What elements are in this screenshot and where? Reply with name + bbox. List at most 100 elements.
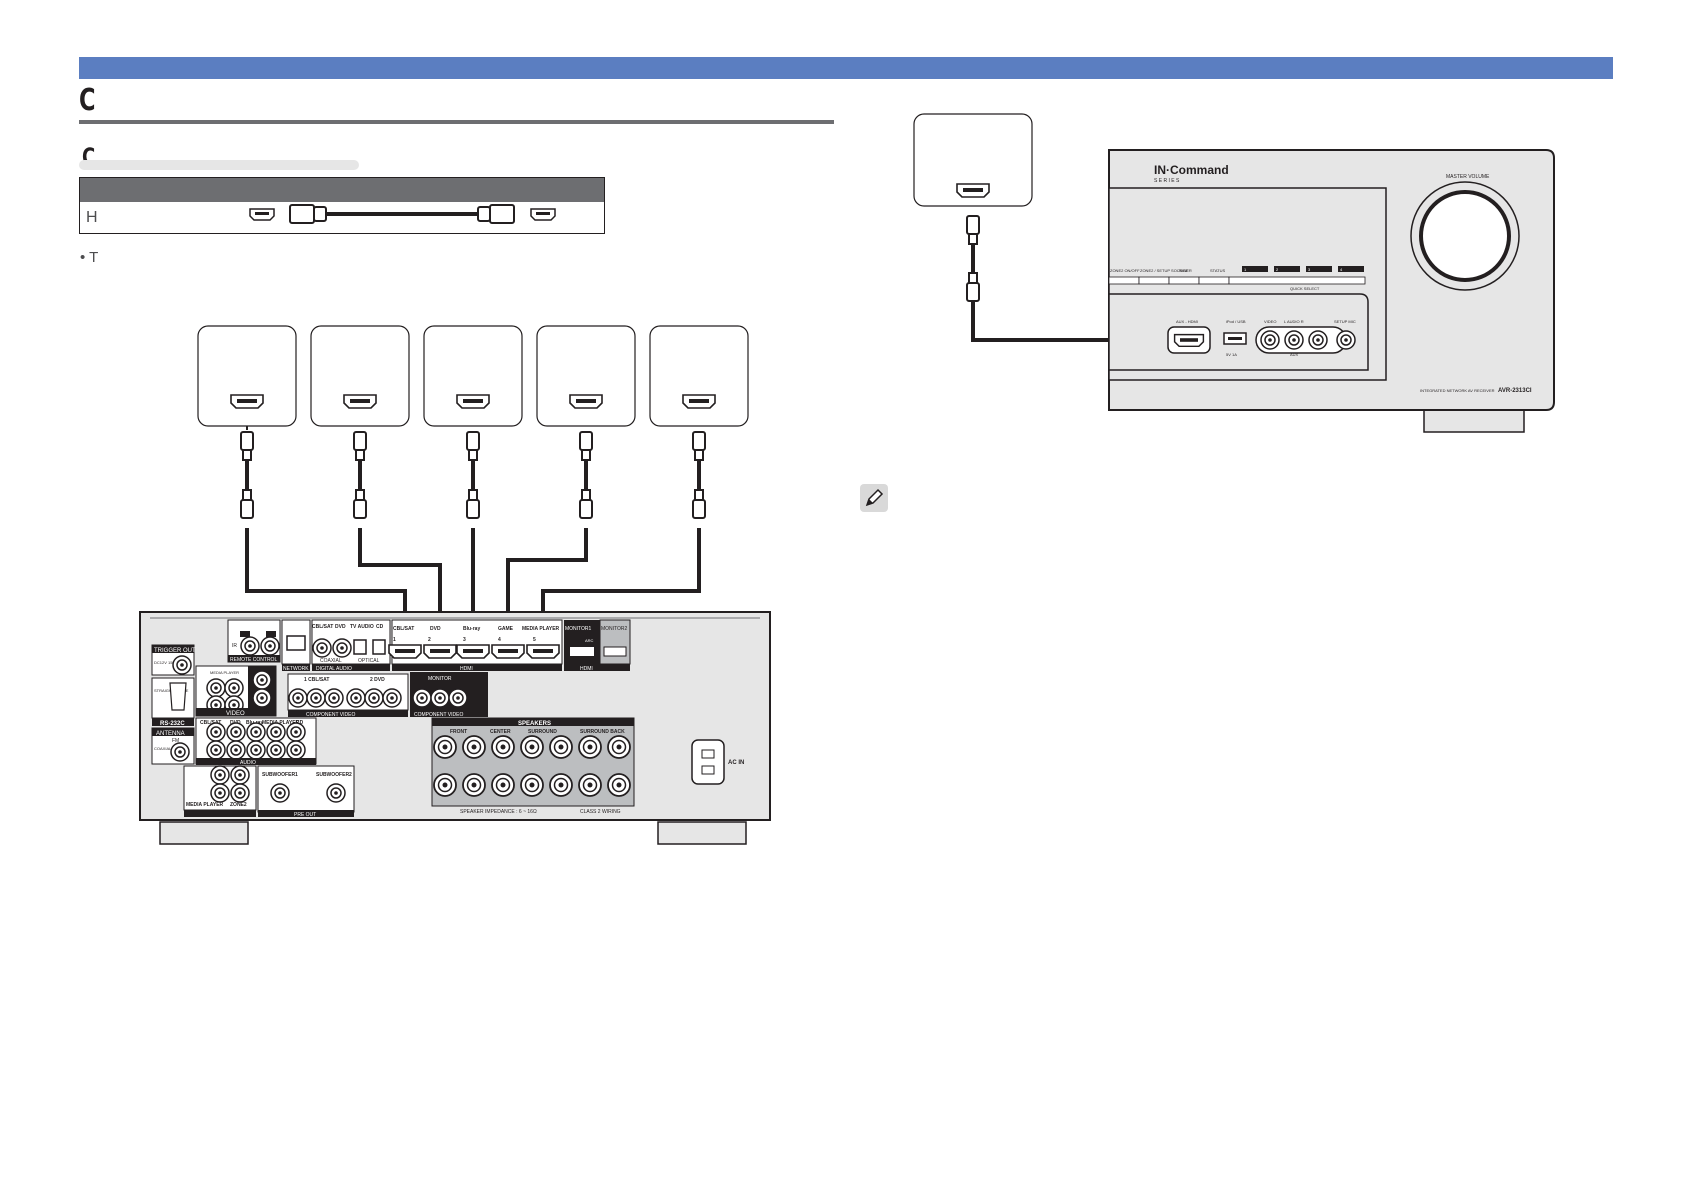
ac-in-label: AC IN [728, 760, 744, 766]
fm-label: FM [172, 738, 179, 744]
straight-cable-label: STRAIGHT CABLE [154, 688, 189, 693]
aux-source-device [913, 113, 1033, 207]
hdmi-port-icon [530, 208, 556, 221]
model-text: INTEGRATED NETWORK AV RECEIVER [1420, 388, 1495, 393]
front-label: FRONT [450, 729, 467, 735]
hdmi-cable-illustration [249, 204, 556, 224]
receiver-front-panel: IN·Command S E R I E S MASTER VOLUME ZON… [1108, 149, 1555, 433]
memo-pencil-icon [860, 484, 888, 512]
hdmi-num: 5 [533, 637, 536, 643]
aux-hdmi-label: AUX - HDMI [1176, 319, 1198, 324]
hdmi-num: 4 [498, 637, 501, 643]
heading-rule [79, 120, 834, 124]
audio-label: AUDIO [240, 760, 256, 766]
quick-select-num: 1 [1244, 267, 1247, 272]
remote-control-label: REMOTE CONTROL [230, 657, 277, 663]
front-button-label: TUNER [1178, 268, 1192, 273]
surround-back-label: SURROUND BACK [580, 729, 625, 735]
video-label: VIDEO [226, 711, 245, 717]
quick-select-num: 3 [1308, 267, 1311, 272]
component-monitor-label: MONITOR [428, 676, 452, 682]
surround-label: SURROUND [528, 729, 557, 735]
hdmi-input-label: MEDIA PLAYER [522, 626, 560, 632]
video-label-front: VIDEO [1264, 319, 1276, 324]
component-1-label: 1 CBL/SAT [304, 677, 329, 683]
digital-audio-header: CD [376, 624, 384, 630]
cable-row-label: H [86, 209, 98, 226]
trigger-out-label: TRIGGER OUT [154, 648, 196, 654]
ir-label: IR [232, 643, 237, 649]
monitor1-label: MONITOR1 [565, 626, 592, 632]
hdmi-input-label: GAME [498, 626, 514, 632]
front-button-label: ZONE2 ON/OFF [1110, 268, 1140, 273]
center-label: CENTER [490, 729, 511, 735]
quick-select-label: QUICK SELECT [1290, 286, 1320, 291]
model-number: AVR-2313CI [1498, 388, 1532, 394]
master-volume-label: MASTER VOLUME [1446, 174, 1490, 180]
speaker-impedance-label: SPEAKER IMPEDANCE : 6 ~ 16Ω [460, 809, 537, 815]
audio-lr-label: L AUDIO R [1284, 319, 1304, 324]
cable-table: H [79, 177, 605, 234]
coaxial-label: COAXIAL [320, 658, 342, 664]
digital-audio-header: CBL/SAT [312, 624, 333, 630]
usb-5v-label: 5V 1A [1226, 352, 1237, 357]
hdmi-input-label: Blu-ray [463, 626, 480, 632]
component-video-label: COMPONENT VIDEO [306, 712, 355, 718]
pre-out-label: PRE OUT [294, 812, 316, 818]
source-device-1 [197, 325, 297, 430]
media-player-label: MEDIA PLAYER [210, 670, 239, 675]
hdmi-input-label: DVD [430, 626, 441, 632]
aux-hdmi-cable [966, 215, 1186, 342]
component-2-label: 2 DVD [370, 677, 385, 683]
master-volume-knob [1410, 181, 1520, 291]
optical-label: OPTICAL [358, 658, 380, 664]
class2-wiring-label: CLASS 2 WIRING [580, 809, 621, 815]
source-device-2 [310, 325, 410, 427]
source-device-3 [423, 325, 523, 427]
audio-header: MEDIA PLAYER [262, 720, 300, 726]
hdmi-num: 2 [428, 637, 431, 643]
subsection-underline [79, 160, 359, 170]
media-player-audio-label: MEDIA PLAYER [186, 802, 224, 808]
subwoofer2-label: SUBWOOFER2 [316, 772, 352, 778]
zone2-label: ZONE2 [230, 802, 247, 808]
monitor2-label: MONITOR2 [601, 626, 628, 632]
hdmi-num: 3 [463, 637, 466, 643]
audio-header: CBL/SAT [200, 720, 221, 726]
series-label: S E R I E S [1154, 178, 1180, 184]
brand-label: IN·Command [1154, 163, 1229, 177]
component-video-out-label: COMPONENT VIDEO [414, 712, 463, 718]
source-device-4 [536, 325, 636, 427]
cable-plugs [240, 431, 706, 519]
receiver-rear-panel: TRIGGER OUT DC12V 150mA MAX. STRAIGHT CA… [139, 611, 771, 845]
hdmi-in-label: HDMI [460, 666, 473, 672]
hdmi-input-label: CBL/SAT [393, 626, 414, 632]
audio-header: DVD [230, 720, 241, 726]
note-bullet: • T [80, 249, 99, 266]
audio-header: Blu-ray [246, 720, 263, 726]
setup-mic-label: SETUP MIC [1334, 319, 1356, 324]
aux-label: AUX [1290, 352, 1299, 357]
dc12v-label: DC12V 150mA MAX. [154, 660, 191, 665]
hdmi-port-icon [249, 208, 275, 221]
digital-audio-header: TV AUDIO [350, 624, 374, 630]
front-button-label: ZONE2 / SETUP SOURCE [1140, 268, 1188, 273]
hdmi-out-label: HDMI [580, 666, 593, 672]
section-color-band [79, 57, 1613, 79]
quick-select-num: 2 [1276, 267, 1279, 272]
digital-audio-label: DIGITAL AUDIO [316, 666, 352, 672]
section-heading: C [79, 83, 96, 118]
cable-table-header [80, 178, 604, 202]
coax-75-label: COAXIAL 75Ω [154, 746, 180, 751]
audio-header: CD [296, 720, 304, 726]
speakers-label: SPEAKERS [518, 721, 551, 727]
ipod-usb-label: iPod / USB [1226, 319, 1246, 324]
hdmi-num: 1 [393, 637, 396, 643]
digital-audio-header: DVD [335, 624, 346, 630]
quick-select-num: 4 [1340, 267, 1343, 272]
antenna-label: ANTENNA [156, 731, 185, 737]
rs232c-label: RS-232C [160, 721, 185, 727]
arc-label: ARC [585, 638, 594, 643]
network-label: NETWORK [283, 666, 309, 672]
subwoofer1-label: SUBWOOFER1 [262, 772, 298, 778]
